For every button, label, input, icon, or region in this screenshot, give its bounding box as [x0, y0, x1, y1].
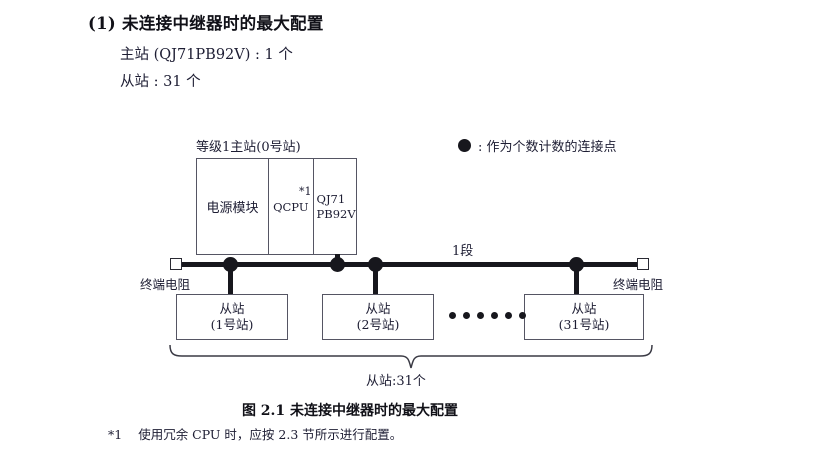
footnote-mark-icon: *1 [299, 185, 312, 198]
filled-circle-icon [458, 139, 471, 152]
section-line-master: 主站 (QJ71PB92V) : 1 个 [120, 47, 293, 63]
connection-node-icon [330, 257, 345, 272]
slave-station-title: 从站 [365, 300, 391, 316]
qcpu-module-cell: QCPU *1 [268, 159, 312, 254]
network-bus-line [176, 262, 641, 267]
ellipsis-dots-icon [449, 312, 526, 319]
master-station-label: 等级1主站(0号站) [196, 140, 301, 155]
slave-station-title: 从站 [219, 300, 245, 316]
section-line-slave: 从站 : 31 个 [120, 74, 201, 90]
terminator-label-right: 终端电阻 [613, 277, 664, 292]
slave-station-box: 从站 (2号站) [322, 294, 434, 340]
terminator-square-left-icon [170, 258, 182, 270]
slave-station-number: (31号站) [558, 317, 610, 332]
footnote: *1 使用冗余 CPU 时，应按 2.3 节所示进行配置。 [108, 424, 402, 443]
power-supply-module-cell: 电源模块 [206, 201, 259, 216]
slave-station-number: (1号站) [210, 317, 254, 332]
section-heading: (1) 未连接中继器时的最大配置 [88, 14, 324, 33]
slave-station-title: 从站 [571, 300, 597, 316]
segment-label: 1段 [452, 244, 474, 259]
legend-text: : 作为个数计数的连接点 [478, 140, 617, 155]
connection-node-icon [223, 257, 238, 272]
legend: : 作为个数计数的连接点 [458, 136, 617, 155]
footnote-text: 使用冗余 CPU 时，应按 2.3 节所示进行配置。 [138, 427, 403, 442]
slave-drop-lead [574, 266, 579, 294]
slave-drop-lead [373, 266, 378, 294]
connection-node-icon [368, 257, 383, 272]
figure-caption: 图 2.1 未连接中继器时的最大配置 [241, 403, 459, 419]
connection-node-icon [569, 257, 584, 272]
slave-count-label: 从站:31个 [366, 374, 426, 389]
slave-station-box: 从站 (1号站) [176, 294, 288, 340]
qj71pb92v-module-cell: QJ71 PB92V [312, 159, 356, 254]
slave-drop-lead [228, 266, 233, 294]
terminator-square-right-icon [637, 258, 649, 270]
slave-station-number: (2号站) [356, 317, 400, 332]
slave-count-brace [169, 344, 653, 369]
qj71pb92v-label-line1: QJ71 [316, 192, 346, 207]
terminator-label-left: 终端电阻 [140, 277, 191, 292]
qj71pb92v-label-line2: PB92V [316, 206, 356, 221]
footnote-mark: *1 [108, 427, 123, 442]
slave-station-box: 从站 (31号站) [524, 294, 644, 340]
qcpu-label: QCPU [273, 199, 309, 214]
master-station-box: 电源模块 QCPU *1 QJ71 PB92V [196, 158, 357, 255]
